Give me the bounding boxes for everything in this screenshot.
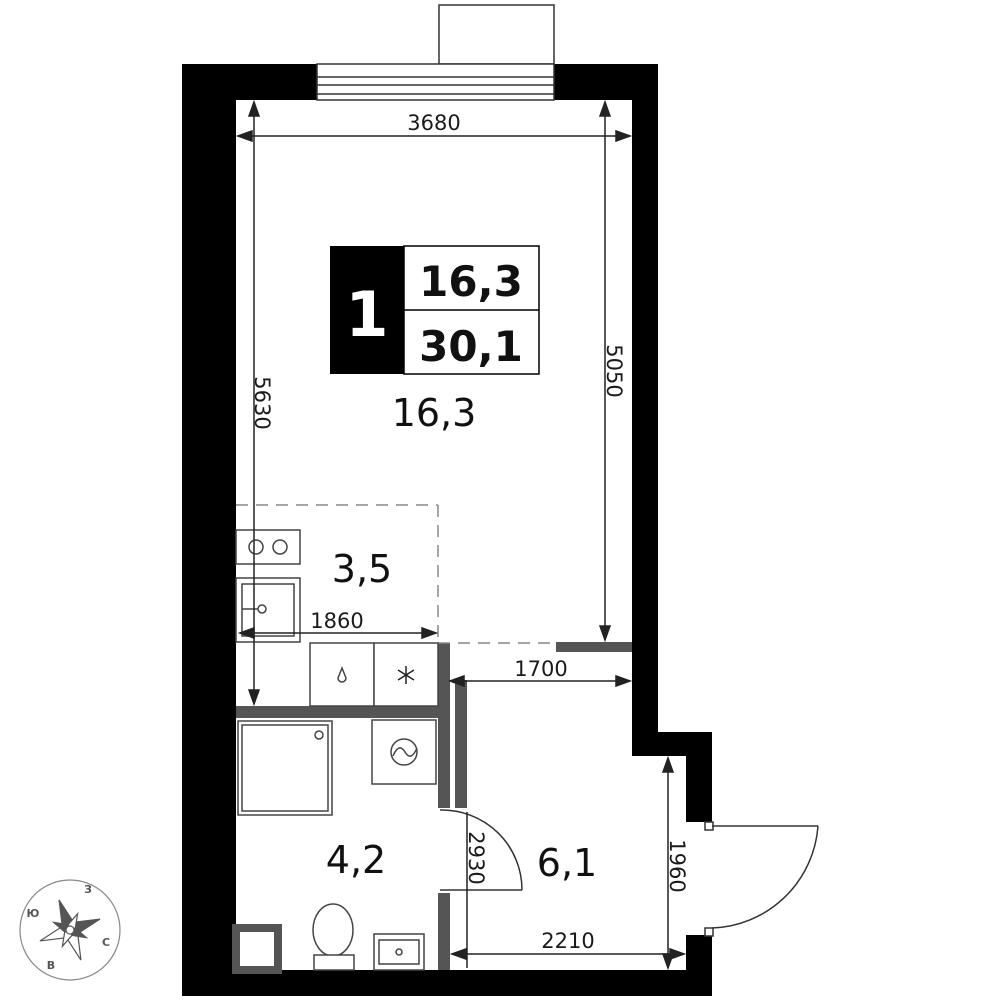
dim-room-length-right: 5050	[602, 344, 626, 397]
asterisk-icon	[397, 666, 415, 684]
partitions	[232, 642, 632, 974]
washing-drum-icon	[390, 738, 418, 766]
entrance-door-swing	[711, 825, 819, 929]
bathroom-fixtures	[237, 719, 437, 971]
partition-hall-upper	[556, 642, 632, 652]
compass-south: В	[47, 959, 55, 972]
wall-right-upper	[632, 64, 658, 732]
dim-hallway-length: 2930	[464, 831, 488, 884]
shower-drain-icon	[314, 730, 324, 740]
dim-entrance-length: 1960	[665, 839, 689, 892]
wall-bottom	[182, 970, 712, 996]
kitchen-sink	[241, 583, 295, 637]
partition-bath-right-lower	[438, 893, 450, 970]
compass: З Ю В С	[19, 879, 121, 981]
stove-burner-icon	[272, 539, 288, 555]
dim-hallway-bottom: 2210	[541, 929, 594, 953]
wall-top-left	[182, 64, 317, 100]
kitchen-zone	[236, 504, 556, 644]
wall-right-mid	[686, 732, 712, 822]
balcony-box	[438, 4, 555, 65]
partition-bath-top	[236, 706, 440, 718]
dim-room-length-left: 5630	[250, 376, 274, 429]
partition-bath-corner	[232, 924, 282, 974]
dim-hallway-width: 1700	[514, 657, 567, 681]
apartment-badge: 1 16,3 30,1	[330, 245, 540, 375]
entrance-door-frame-top	[704, 821, 714, 831]
compass-north: З	[84, 883, 92, 896]
badge-total-area: 30,1	[419, 322, 523, 371]
bathroom-door-swing	[439, 809, 523, 891]
badge-living-area: 16,3	[419, 257, 523, 306]
shower-inner	[241, 724, 329, 812]
area-hallway: 6,1	[537, 841, 597, 885]
boiler-icon	[337, 665, 347, 683]
area-bathroom: 4,2	[326, 838, 386, 882]
badge-room-count-box	[330, 246, 404, 374]
dimension-lines	[235, 99, 687, 971]
boiler-cabinet	[309, 642, 375, 707]
dim-kitchen-width: 1860	[310, 609, 363, 633]
window	[316, 4, 555, 101]
badge-room-count: 1	[345, 278, 388, 351]
stove	[235, 529, 301, 565]
compass-west: Ю	[27, 907, 40, 920]
faucet-icon	[257, 604, 267, 614]
entrance-door-frame-bottom	[704, 927, 714, 937]
stove-burner-icon	[248, 539, 264, 555]
partition-bath-right-upper	[438, 643, 450, 808]
wall-left	[182, 64, 236, 996]
dim-room-width: 3680	[407, 111, 460, 135]
doors	[439, 809, 819, 937]
area-kitchen: 3,5	[332, 547, 392, 591]
compass-rose-icon	[39, 899, 101, 961]
area-living-room: 16,3	[392, 391, 477, 435]
partition-hall-left	[455, 680, 467, 808]
toilet-bowl	[312, 903, 354, 957]
toilet-tank	[313, 954, 355, 971]
outer-walls	[182, 64, 712, 996]
compass-east: С	[102, 936, 110, 949]
